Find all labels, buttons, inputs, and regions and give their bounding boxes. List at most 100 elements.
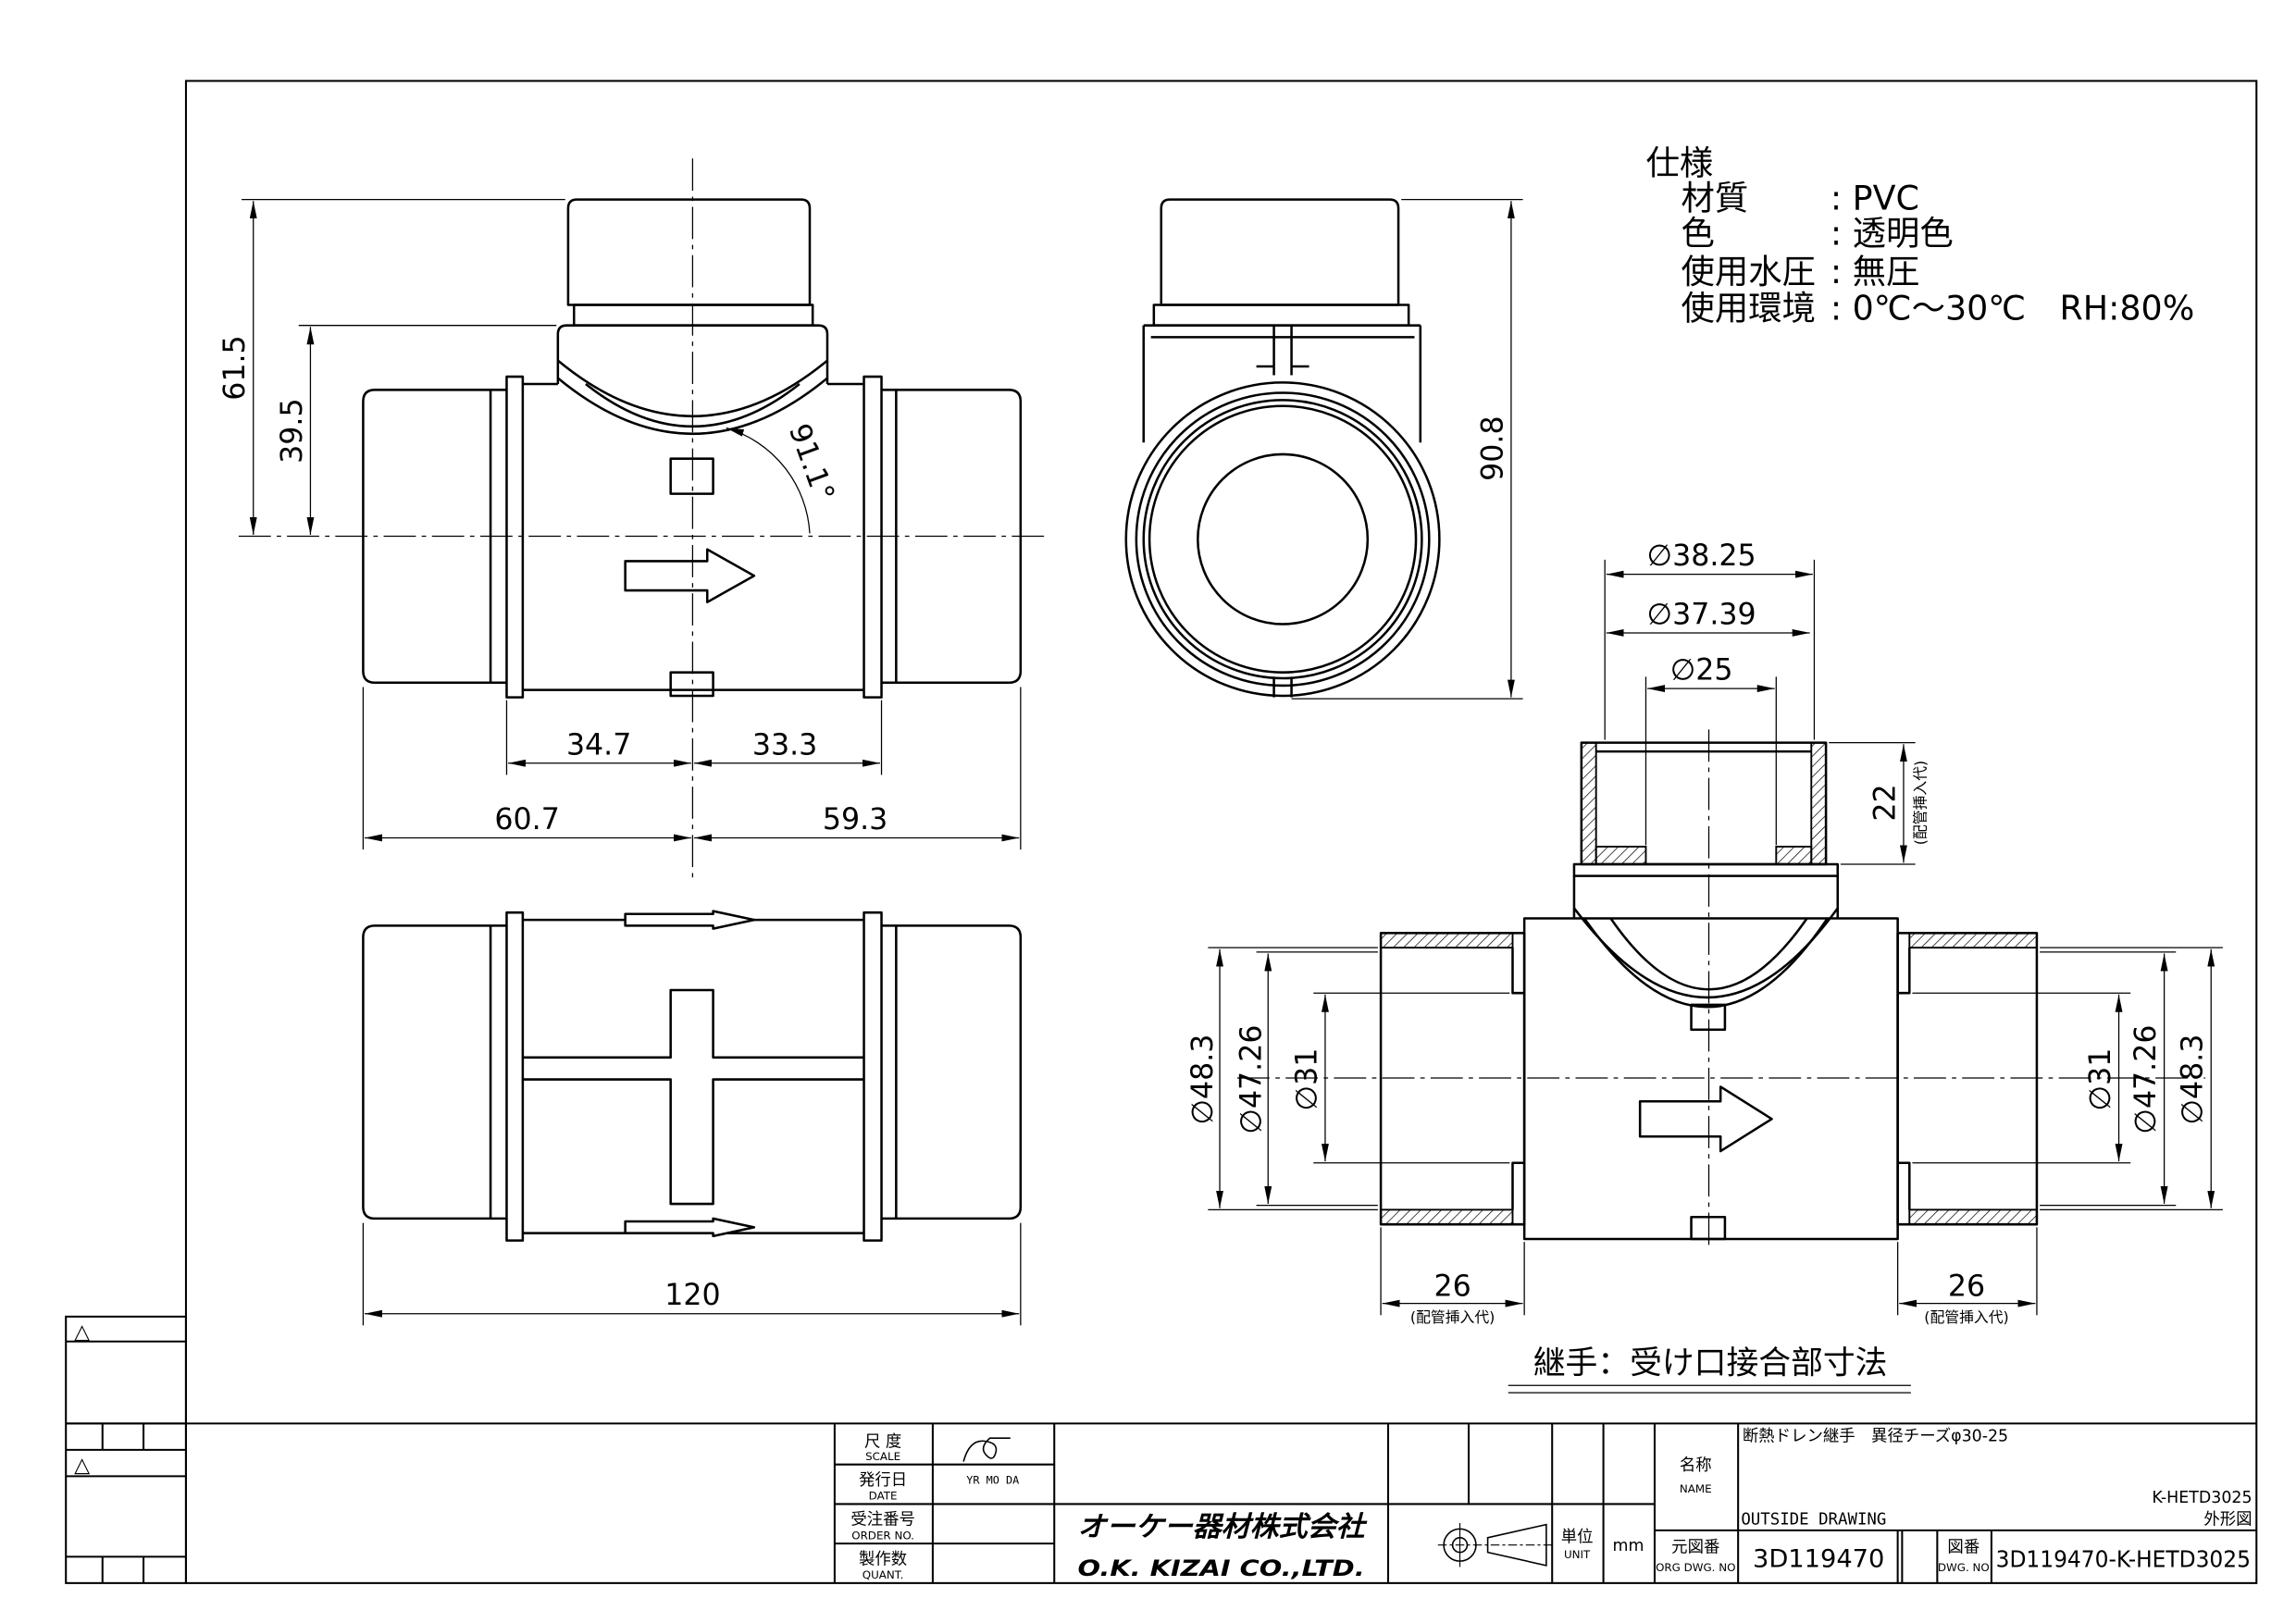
- branch-socket-wall-left: [1580, 741, 1597, 865]
- dwg-label: 図番: [1947, 1539, 1980, 1557]
- left-insertion-note: (配管挿入代): [1410, 1308, 1495, 1326]
- branch-insertion-note: (配管挿入代): [1912, 761, 1930, 845]
- left-socket-wall-bottom: [1380, 1208, 1514, 1226]
- side-top-slot: [1256, 325, 1309, 376]
- side-branch-neck: [1142, 324, 1422, 443]
- dim-overall-length: 120: [664, 1279, 720, 1312]
- spec-material-label: 材質: [1681, 179, 1748, 218]
- quantity-label-en: QUANT.: [863, 1568, 904, 1581]
- side-outer-circle: [1124, 381, 1441, 698]
- company-name-jp: オーケー器材株式会社: [1078, 1511, 1368, 1543]
- date-format: YR MO DA: [966, 1473, 1019, 1486]
- spec-material-value: : PVC: [1831, 179, 1919, 218]
- spec-heading: 仕様: [1645, 143, 1713, 183]
- dim-right-dia-bore: ∅31: [2084, 1048, 2117, 1111]
- dim-body-left: 34.7: [566, 728, 631, 762]
- dim-overall-height: 61.5: [218, 335, 252, 400]
- drawing-type-jp: 外形図: [2203, 1511, 2252, 1530]
- section-flow-arrow-icon: [1638, 1085, 1773, 1153]
- section-caption: 継手：受け口接合部寸法: [1533, 1345, 1888, 1382]
- branch-neck: [556, 324, 829, 384]
- side-branch-cap: [1160, 198, 1400, 306]
- date-label: 発行日: [859, 1471, 907, 1490]
- section-view: ∅38.25 ∅37.39 ∅25 22 (配管挿入代) ∅48.3 ∅47.2…: [1186, 539, 2223, 1394]
- revision-mark-1: △: [74, 1320, 90, 1344]
- orig-dwg-label: 元図番: [1671, 1539, 1719, 1557]
- dim-branch-dia-2: ∅37.39: [1647, 598, 1756, 631]
- dim-branch-insertion: 22: [1868, 784, 1902, 821]
- dim-side-height: 90.8: [1476, 415, 1509, 480]
- dwg-label-en: DWG. NO: [1938, 1561, 1990, 1574]
- left-socket-wall-top: [1380, 932, 1514, 949]
- dim-right-dia-middle: ∅47.26: [2129, 1025, 2163, 1134]
- product-code: K-HETD3025: [2152, 1489, 2252, 1507]
- dim-branch-dia-3: ∅25: [1670, 654, 1733, 688]
- company-name-en: O.K. KIZAI CO.,LTD.: [1078, 1555, 1365, 1581]
- branch-flange: [1572, 862, 1840, 877]
- side-view: 90.8: [1124, 198, 1523, 700]
- scale-label-en: SCALE: [865, 1450, 900, 1463]
- scale-mark-icon: [962, 1437, 1011, 1462]
- dim-left-dia-middle: ∅47.26: [1235, 1025, 1268, 1134]
- dim-right-insertion: 26: [1948, 1270, 1985, 1304]
- angle-arc: [726, 427, 811, 534]
- orig-dwg-label-en: ORG DWG. NO: [1656, 1561, 1735, 1574]
- body-outline: [522, 382, 864, 691]
- right-pipe-socket: [881, 389, 1023, 685]
- section-drain-tab: [1690, 1003, 1727, 1032]
- top-cross-rib: [522, 988, 864, 1206]
- dim-branch-dia-1: ∅38.25: [1647, 539, 1756, 573]
- dim-overall-right: 59.3: [823, 803, 887, 836]
- branch-socket-wall-right: [1810, 741, 1828, 865]
- spec-color-value: : 透明色: [1831, 214, 1954, 254]
- right-socket-wall-top: [1908, 932, 2038, 949]
- dim-overall-left: 60.7: [494, 803, 559, 836]
- sheet-frame: [184, 80, 2258, 1584]
- dim-branch-height: 39.5: [276, 398, 309, 463]
- order-label-en: ORDER NO.: [851, 1529, 914, 1542]
- spec-pressure-value: : 無圧: [1831, 252, 1920, 291]
- right-socket-wall-bottom: [1908, 1208, 2038, 1226]
- orig-dwg-number: 3D119470: [1753, 1544, 1884, 1573]
- dwg-number: 3D119470-K-HETD3025: [1996, 1545, 2251, 1572]
- top-right-flange: [863, 911, 883, 1242]
- branch-cap: [566, 198, 812, 306]
- top-right-pipe-socket: [881, 924, 1023, 1220]
- spec-environment-label: 使用環境: [1681, 288, 1816, 328]
- dim-left-insertion: 26: [1433, 1270, 1471, 1304]
- dim-body-right: 33.3: [752, 728, 817, 762]
- side-bottom-slot: [1272, 676, 1293, 698]
- product-name: 断熱ドレン継手 異径チーズφ30-25: [1743, 1427, 2008, 1445]
- specification-block: 仕様 材質 : PVC 色 : 透明色 使用水圧 : 無圧 使用環境 : 0℃～…: [1645, 143, 2194, 328]
- bottom-notch: [669, 671, 714, 698]
- flow-arrow-icon: [624, 548, 756, 604]
- spec-environment-value: : 0℃～30℃ RH:80%: [1831, 288, 2194, 328]
- unit-value: mm: [1613, 1537, 1644, 1555]
- name-label: 名称: [1680, 1456, 1712, 1475]
- left-flange: [505, 375, 525, 699]
- top-flow-arrow-icon: [624, 910, 756, 930]
- unit-label: 単位: [1561, 1529, 1594, 1547]
- branch-neck: [1572, 875, 1840, 919]
- top-left-pipe-socket: [362, 924, 507, 1220]
- section-bottom-notch: [1690, 1216, 1727, 1241]
- spec-color-label: 色: [1681, 214, 1714, 254]
- right-insertion-note: (配管挿入代): [1924, 1308, 2008, 1326]
- spec-pressure-label: 使用水圧: [1681, 252, 1816, 291]
- side-bore-circle: [1197, 452, 1370, 626]
- quantity-label: 製作数: [859, 1550, 907, 1568]
- drain-tab: [669, 457, 714, 495]
- drawing-type-en: OUTSIDE DRAWING: [1741, 1511, 1886, 1530]
- order-label: 受注番号: [850, 1511, 915, 1530]
- dim-left-dia-outer: ∅48.3: [1186, 1035, 1220, 1125]
- title-block: 尺 度 SCALE 発行日 DATE YR MO DA 受注番号 ORDER N…: [66, 1422, 2257, 1583]
- name-label-en: NAME: [1680, 1482, 1712, 1495]
- revision-block: △ △: [65, 1315, 187, 1584]
- right-flange: [863, 375, 883, 699]
- saddle-curve: [557, 359, 828, 417]
- scale-label: 尺 度: [864, 1433, 901, 1452]
- bottom-flow-arrow-icon: [624, 1217, 756, 1238]
- unit-label-en: UNIT: [1564, 1548, 1591, 1561]
